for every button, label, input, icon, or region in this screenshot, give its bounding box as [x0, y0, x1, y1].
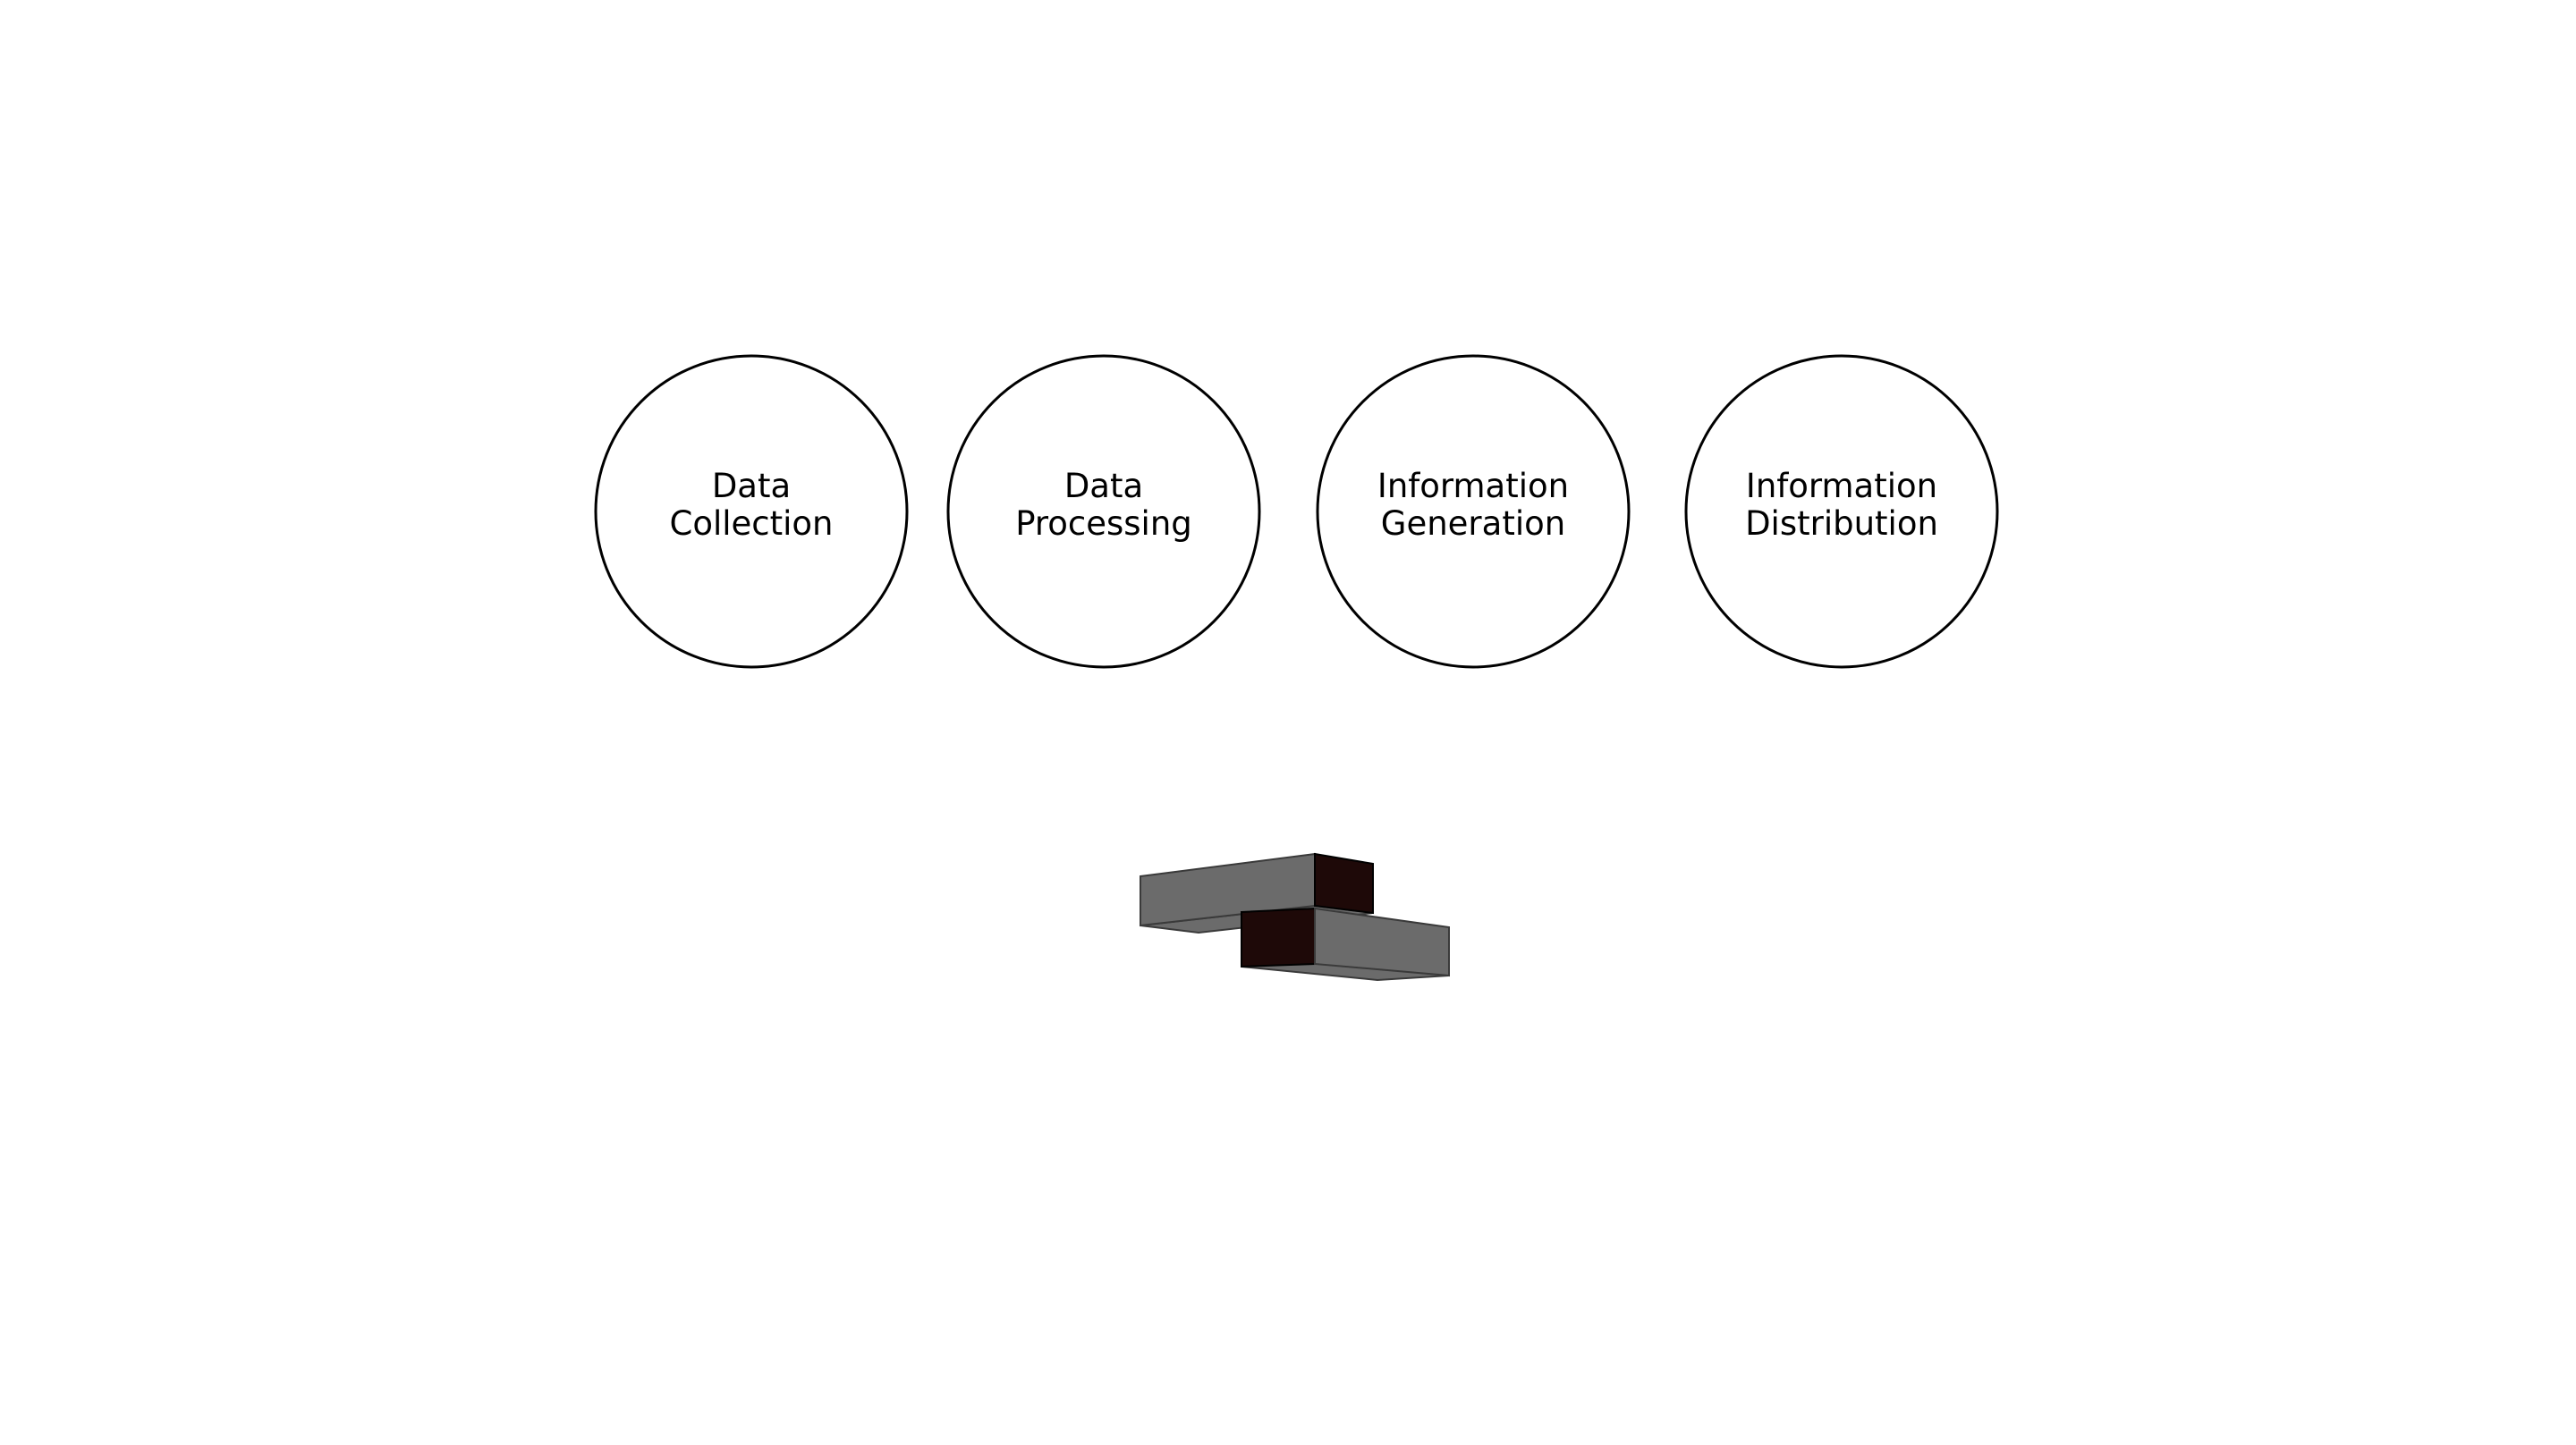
- stage-information-distribution: Information Distribution: [1684, 354, 1999, 669]
- stage-information-generation: Information Generation: [1316, 354, 1631, 669]
- stage-circle: [1316, 354, 1631, 669]
- stage-label-line1: Data: [712, 467, 791, 505]
- stage-label-line1: Information: [1746, 467, 1937, 505]
- stage-data-processing: Data Processing: [946, 354, 1261, 669]
- lower-block: [1241, 907, 1450, 982]
- stage-label-line1: Information: [1377, 467, 1569, 505]
- stage-data-collection: Data Collection: [594, 354, 909, 669]
- stage-label-line2: Processing: [1015, 504, 1192, 543]
- upper-block-side: [1314, 852, 1374, 915]
- stage-label-line2: Distribution: [1745, 504, 1938, 543]
- stage-label-line2: Collection: [669, 504, 833, 543]
- lower-block-front: [1314, 907, 1450, 977]
- stage-circle: [946, 354, 1261, 669]
- lower-block-side: [1241, 907, 1316, 968]
- stage-circle: [1684, 354, 1999, 669]
- stage-label-line2: Generation: [1381, 504, 1565, 543]
- stage-circle: [594, 354, 909, 669]
- stage-label-line1: Data: [1064, 467, 1143, 505]
- stacked-blocks-icon: [1140, 852, 1450, 982]
